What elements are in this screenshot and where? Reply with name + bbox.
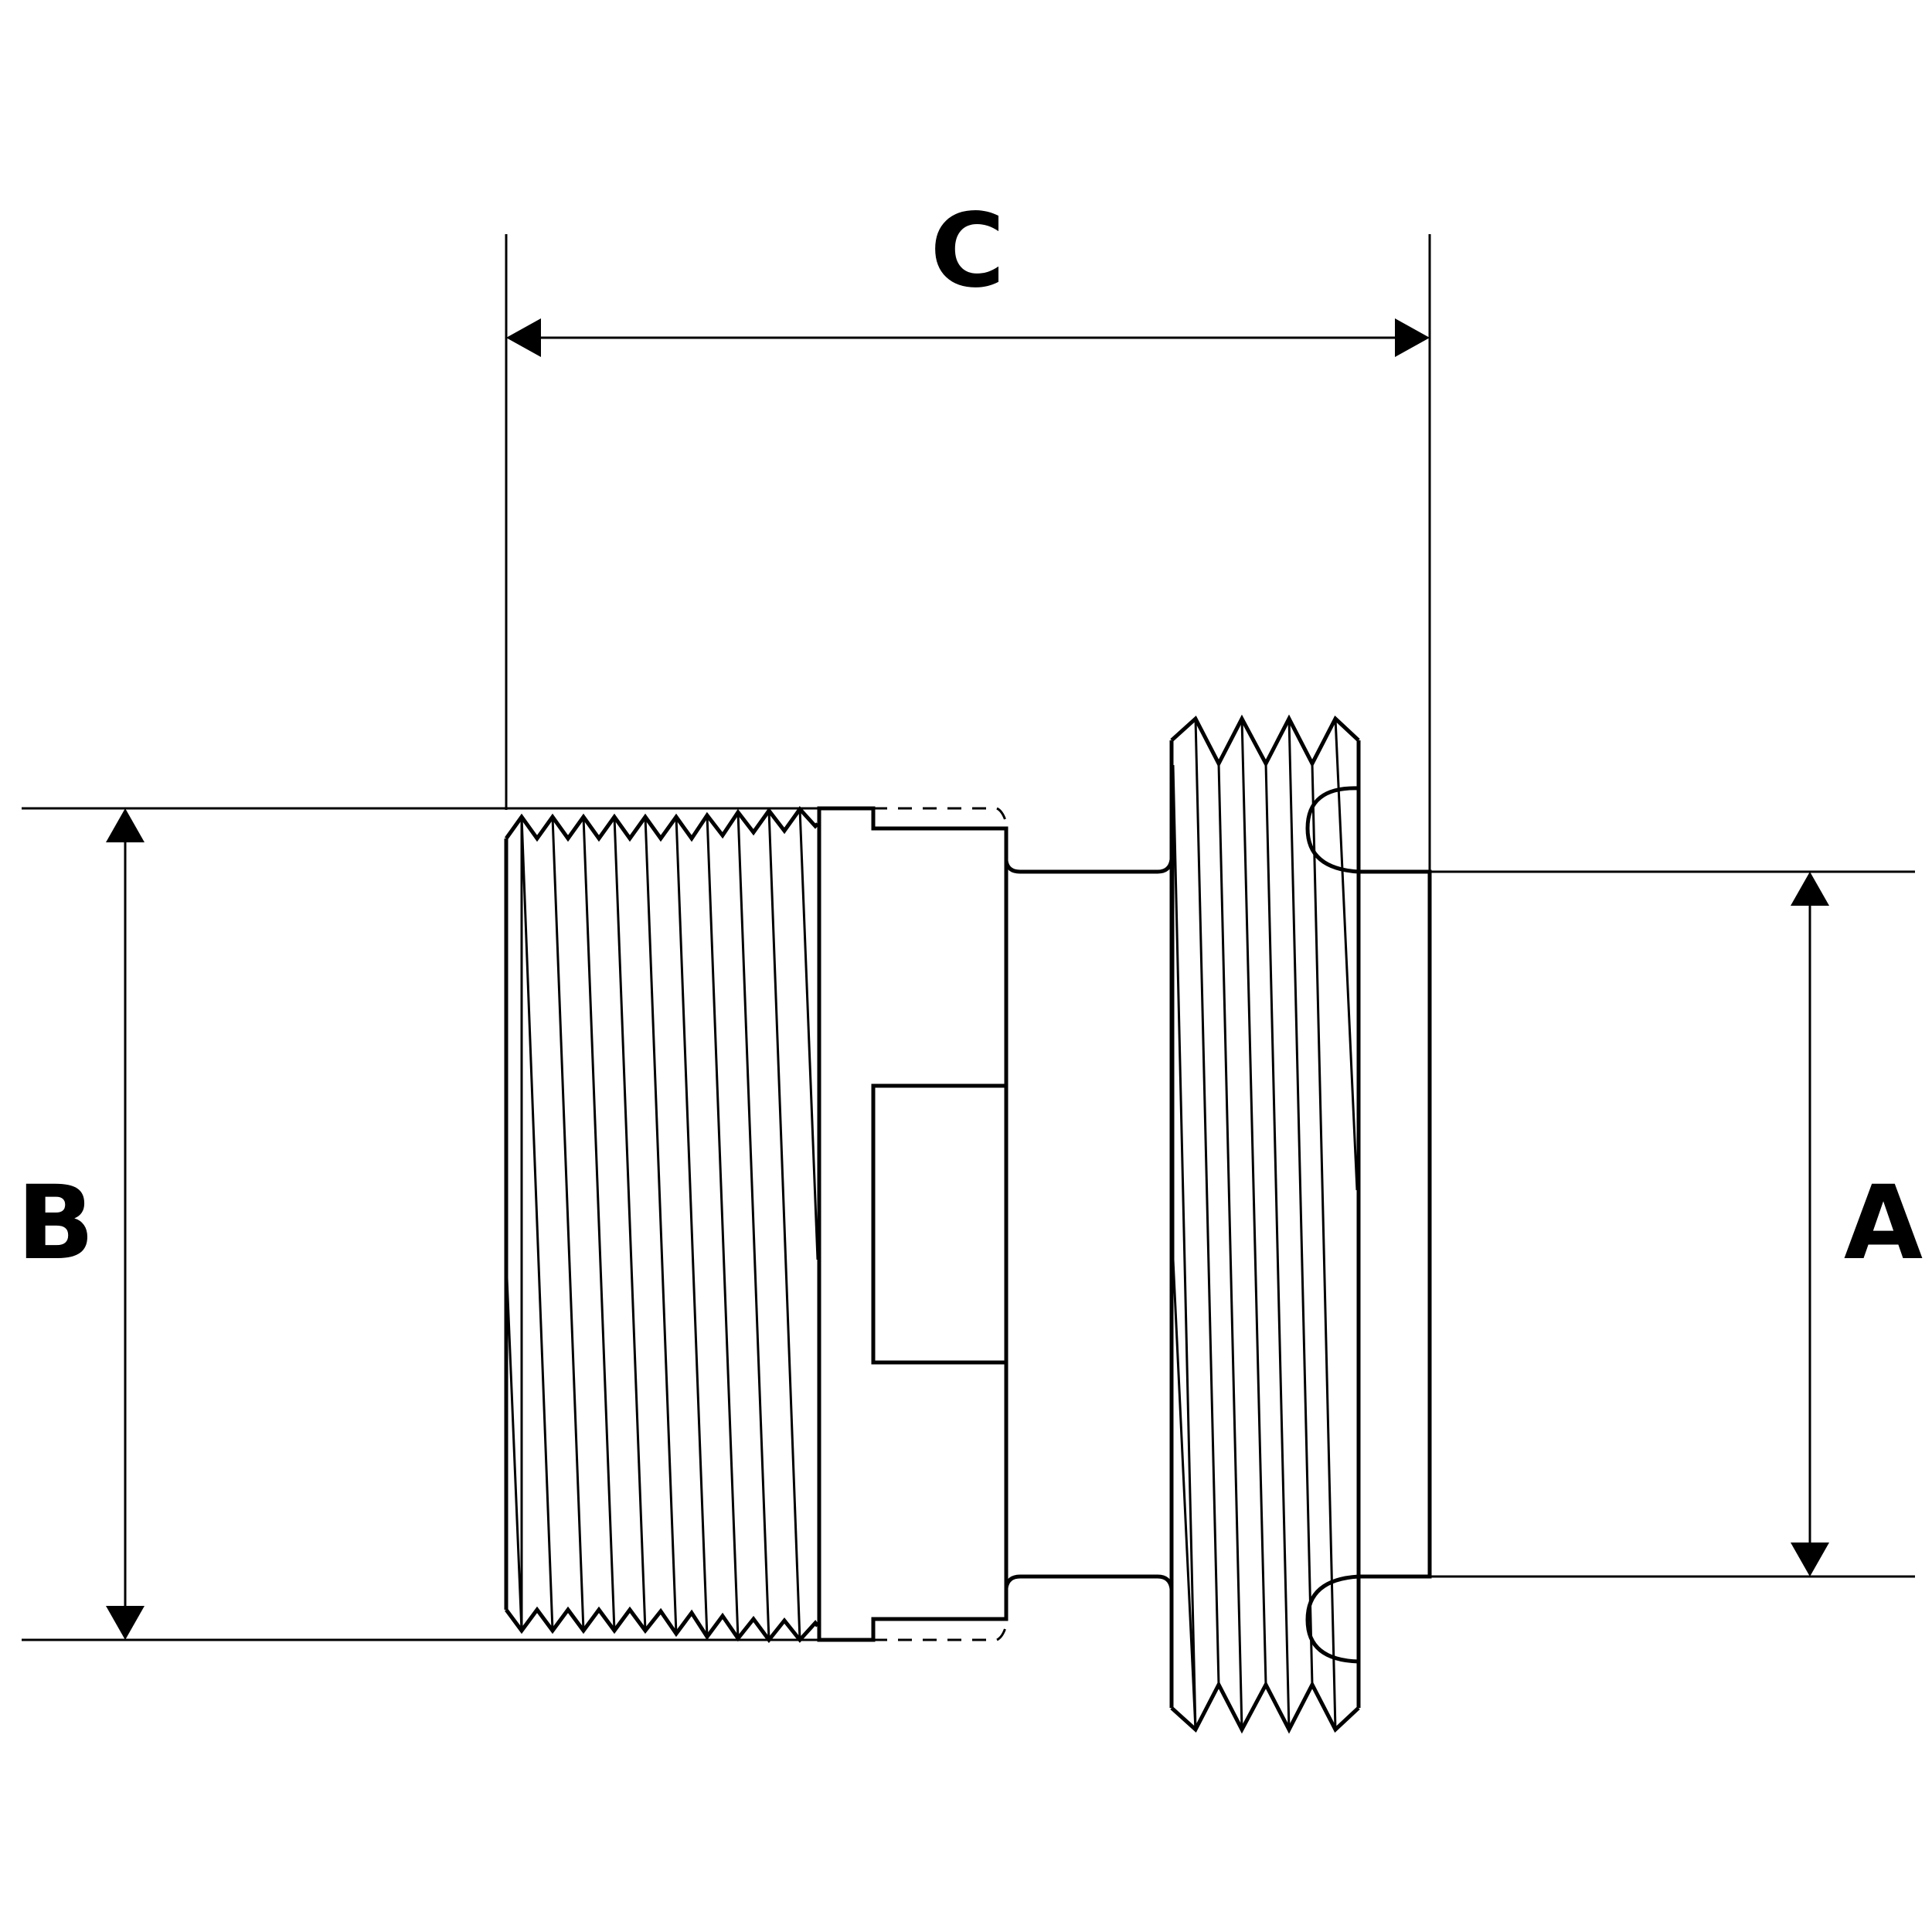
thread-line bbox=[520, 816, 554, 1631]
left-thread-bottom-zigzag bbox=[504, 1606, 819, 1644]
left-thread-section bbox=[504, 806, 819, 1644]
chamfer-dash-top bbox=[873, 807, 1008, 824]
arrowhead-b-bottom bbox=[106, 1606, 145, 1640]
neck-top bbox=[1004, 828, 1174, 874]
o-ring bbox=[1305, 786, 1359, 1664]
dimension-b: B bbox=[17, 808, 145, 1640]
right-thread-hatching bbox=[1172, 718, 1359, 1730]
dimension-a: A bbox=[1791, 872, 1923, 1577]
thread-line bbox=[1264, 763, 1291, 1730]
arrowhead-a-top bbox=[1791, 872, 1829, 906]
arrowhead-c-left bbox=[506, 318, 541, 357]
label-a: A bbox=[1844, 1164, 1923, 1283]
arrowhead-b-top bbox=[106, 808, 145, 842]
neck-bottom bbox=[1004, 1574, 1174, 1619]
thread-line bbox=[675, 816, 709, 1638]
thread-line bbox=[1287, 718, 1314, 1685]
thread-line bbox=[1172, 764, 1197, 1730]
thread-line bbox=[767, 810, 801, 1641]
thread-line bbox=[644, 816, 678, 1634]
thread-line bbox=[1172, 1259, 1197, 1730]
thread-line bbox=[1334, 718, 1359, 1191]
dimension-c: C bbox=[506, 192, 1430, 357]
spigot bbox=[1359, 869, 1432, 1579]
o-ring-bottom bbox=[1305, 1574, 1359, 1664]
hex-body bbox=[817, 806, 1009, 1642]
thread-line bbox=[706, 815, 740, 1639]
thread-line bbox=[1240, 718, 1267, 1685]
arrowhead-a-bottom bbox=[1791, 1543, 1829, 1577]
spigot-outline bbox=[1359, 869, 1432, 1579]
hex-body-outline bbox=[817, 806, 1009, 1642]
chamfer-dash-bottom bbox=[873, 1624, 1008, 1641]
right-thread-top-zigzag bbox=[1170, 714, 1360, 768]
thread-line bbox=[1194, 718, 1220, 1685]
thread-line bbox=[582, 816, 616, 1631]
thread-line bbox=[551, 816, 585, 1631]
hex-chamfer-dashes bbox=[873, 807, 1008, 1641]
thread-line bbox=[736, 811, 770, 1641]
thread-line bbox=[505, 1259, 523, 1631]
hex-center-face bbox=[871, 1083, 1006, 1365]
label-b: B bbox=[17, 1164, 95, 1283]
thread-line bbox=[1217, 763, 1243, 1730]
thread-line bbox=[613, 816, 647, 1631]
left-thread-top-zigzag bbox=[504, 806, 819, 842]
right-thread-bottom-zigzag bbox=[1170, 1680, 1360, 1734]
left-thread-hatching bbox=[505, 808, 819, 1641]
thread-line bbox=[1311, 763, 1337, 1730]
neck-groove bbox=[1004, 828, 1174, 1619]
thread-line bbox=[798, 808, 819, 1260]
extension-lines bbox=[22, 234, 1915, 1641]
arrowhead-c-right bbox=[1395, 318, 1430, 357]
o-ring-top bbox=[1305, 786, 1359, 874]
label-c: C bbox=[930, 192, 1005, 311]
